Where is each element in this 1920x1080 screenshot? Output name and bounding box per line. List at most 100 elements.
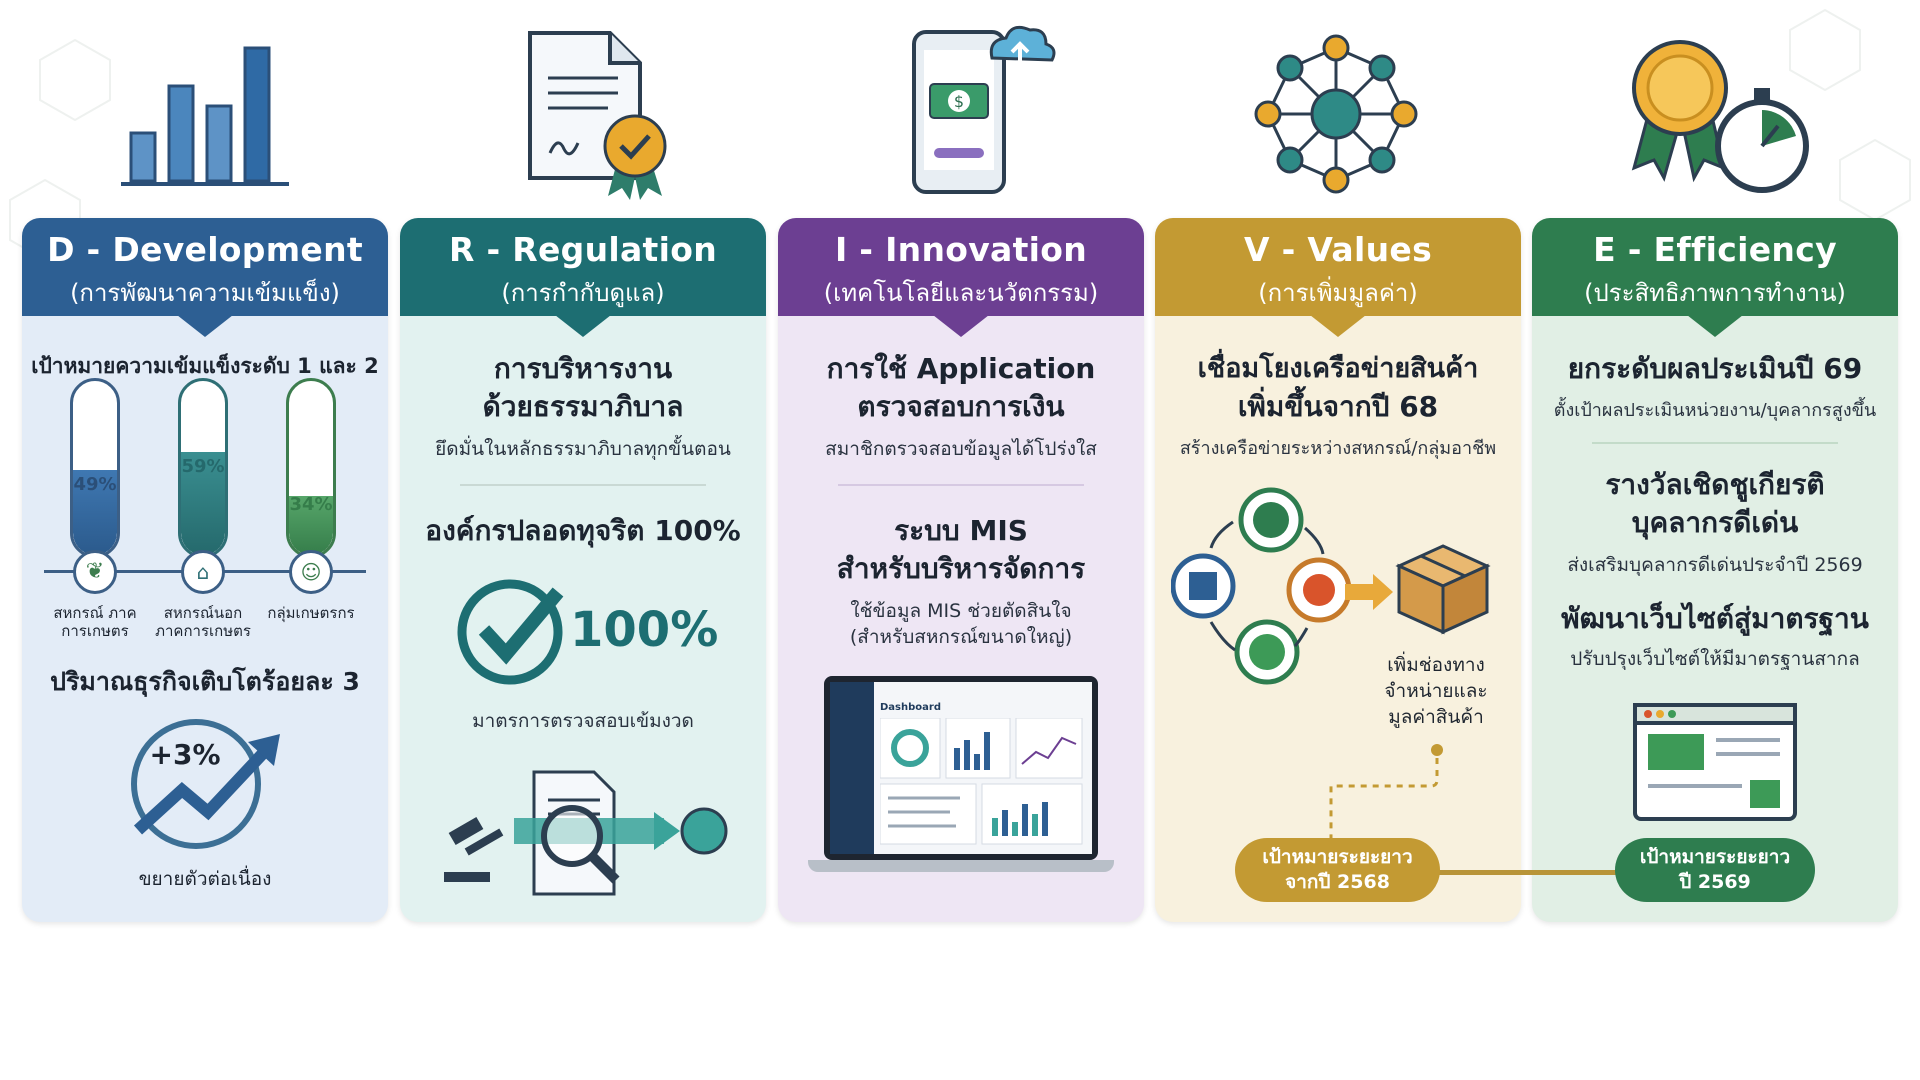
card-innovation-title: I - Innovation (834, 230, 1088, 269)
checkmark-circle-icon (457, 579, 564, 685)
card-innovation-notch (933, 315, 989, 337)
development-group-1-label: สหกรณ์ ภาคการเกษตร (53, 604, 137, 640)
efficiency-divider (1592, 442, 1838, 444)
card-development-notch (177, 315, 233, 337)
innovation-heading-4: สำหรับบริหารจัดการ (836, 552, 1086, 585)
card-development-title: D - Development (47, 230, 363, 269)
card-values-subtitle: (การเพิ่มมูลค่า) (1258, 279, 1418, 307)
efficiency-heading-4: พัฒนาเว็บไซต์สู่มาตรฐาน (1561, 602, 1869, 635)
development-group-2-label: สหกรณ์นอก ภาคการเกษตร (155, 604, 251, 640)
card-values-notch (1310, 315, 1366, 337)
regulation-heading-3: องค์กรปลอดทุจริต 100% (425, 514, 741, 547)
efficiency-heading-1: ยกระดับผลประเมินปี 69 (1567, 352, 1863, 385)
website-icon (1633, 703, 1797, 821)
card-values: V - Values (การเพิ่มมูลค่า) เชื่อมโยงเคร… (1155, 218, 1521, 922)
card-values-title: V - Values (1243, 230, 1433, 269)
card-regulation-header: R - Regulation (การกำกับดูแล) (400, 218, 766, 316)
innovation-sub-2: ใช้ข้อมูล MIS ช่วยตัดสินใจ (850, 600, 1072, 622)
efficiency-badge-line-2: ปี 2569 (1679, 871, 1751, 893)
card-development-subtitle: (การพัฒนาความเข้มแข็ง) (70, 279, 340, 307)
values-channel-1: เพิ่มช่องทาง (1387, 654, 1485, 676)
efficiency-sub-2: ส่งเสริมบุคลากรดีเด่นประจำปี 2569 (1567, 554, 1863, 576)
card-regulation-title: R - Regulation (448, 230, 718, 269)
development-growth-caption: ขยายตัวต่อเนื่อง (138, 868, 272, 890)
dotted-connector (1329, 744, 1443, 846)
card-regulation-notch (555, 315, 611, 337)
cooperative-network-cycle (1171, 487, 1351, 685)
card-development: D - Development (การพัฒนาความเข้มแข็ง) เ… (22, 218, 388, 922)
product-box-icon (1395, 544, 1491, 635)
card-efficiency-header: E - Efficiency (ประสิทธิภาพการทำงาน) (1532, 218, 1898, 316)
cooperative-building-icon: ⌂ (181, 550, 225, 594)
card-innovation: I - Innovation (เทคโนโลยีและนวัตกรรม) กา… (778, 218, 1144, 922)
development-goal-text: เป้าหมายความเข้มแข็งระดับ 1 และ 2 (31, 354, 379, 378)
card-innovation-body: การใช้ Application ตรวจสอบการเงิน สมาชิก… (778, 316, 1144, 922)
dashboard-charts (880, 718, 1083, 845)
efficiency-longterm-badge: เป้าหมายระยะยาว ปี 2569 (1615, 838, 1815, 902)
development-bar-1 (70, 378, 120, 558)
values-longterm-badge: เป้าหมายระยะยาว จากปี 2568 (1235, 838, 1440, 902)
card-efficiency-subtitle: (ประสิทธิภาพการทำงาน) (1584, 279, 1846, 307)
development-bar-3-label: 34% (289, 494, 333, 515)
regulation-heading-2: ด้วยธรรมาภิบาล (482, 390, 684, 423)
regulation-divider (460, 484, 706, 486)
innovation-sub-3: (สำหรับสหกรณ์ขนาดใหญ่) (849, 626, 1073, 648)
certified-document-icon (500, 18, 700, 208)
development-bar-3 (286, 378, 336, 558)
regulation-sub-1: ยึดมั่นในหลักธรรมาภิบาลทุกขั้นตอน (435, 438, 731, 460)
development-growth-value: +3% (149, 738, 221, 771)
regulation-big-percent: 100% (570, 602, 719, 658)
innovation-divider (838, 484, 1084, 486)
laptop-base (808, 860, 1114, 872)
development-growth-title: ปริมาณธุรกิจเติบโตร้อยละ 3 (50, 667, 360, 696)
card-innovation-header: I - Innovation (เทคโนโลยีและนวัตกรรม) (778, 218, 1144, 316)
development-bar-2-label: 59% (181, 456, 225, 477)
laptop-dashboard: Dashboard (808, 676, 1114, 882)
efficiency-sub-1: ตั้งเป้าผลประเมินหน่วยงาน/บุคลากรสูงขึ้น (1553, 400, 1877, 421)
development-group-3-label: กลุ่มเกษตรกร (267, 604, 355, 622)
laptop-screen: Dashboard (824, 676, 1098, 860)
values-badge-line-2: จากปี 2568 (1285, 871, 1390, 893)
card-values-header: V - Values (การเพิ่มมูลค่า) (1155, 218, 1521, 316)
audit-inspection-icon (444, 770, 728, 896)
card-innovation-subtitle: (เทคโนโลยีและนวัตกรรม) (823, 279, 1099, 307)
sprout-icon: ❦ (73, 550, 117, 594)
award-stopwatch-icon (1620, 18, 1820, 208)
regulation-heading-1: การบริหารงาน (493, 352, 673, 385)
card-efficiency-notch (1687, 315, 1743, 337)
svg-text:$: $ (954, 92, 964, 111)
card-regulation-subtitle: (การกำกับดูแล) (501, 279, 665, 307)
innovation-heading-3: ระบบ MIS (894, 514, 1028, 547)
farmers-group-icon: ☺ (289, 550, 333, 594)
network-icon (1238, 18, 1438, 208)
efficiency-heading-3: บุคลากรดีเด่น (1631, 506, 1799, 539)
icon-row: $ (0, 0, 1920, 215)
card-development-body: เป้าหมายความเข้มแข็งระดับ 1 และ 2 49% 59… (22, 316, 388, 922)
efficiency-heading-2: รางวัลเชิดชูเกียรติ (1605, 468, 1825, 501)
values-badge-line-1: เป้าหมายระยะยาว (1262, 846, 1413, 868)
goal-connector-line (1430, 870, 1630, 875)
bar-chart-icon (105, 18, 305, 208)
arrow-right-icon (1345, 574, 1393, 610)
card-efficiency-body: ยกระดับผลประเมินปี 69 ตั้งเป้าผลประเมินห… (1532, 316, 1898, 922)
innovation-heading-2: ตรวจสอบการเงิน (857, 390, 1065, 423)
innovation-heading-1: การใช้ Application (826, 352, 1096, 385)
development-bar-1-label: 49% (73, 474, 117, 495)
card-regulation: R - Regulation (การกำกับดูแล) การบริหารง… (400, 218, 766, 922)
card-regulation-body: การบริหารงาน ด้วยธรรมาภิบาล ยึดมั่นในหลั… (400, 316, 766, 922)
values-channel-2: จำหน่ายและ (1384, 680, 1488, 702)
mobile-payment-icon: $ (880, 18, 1080, 208)
values-heading-1: เชื่อมโยงเครือข่ายสินค้า (1197, 353, 1479, 384)
card-development-header: D - Development (การพัฒนาความเข้มแข็ง) (22, 218, 388, 316)
card-efficiency-title: E - Efficiency (1593, 230, 1837, 269)
dashboard-title: Dashboard (880, 702, 941, 713)
card-efficiency: E - Efficiency (ประสิทธิภาพการทำงาน) ยกร… (1532, 218, 1898, 922)
card-values-body: เชื่อมโยงเครือข่ายสินค้า เพิ่มขึ้นจากปี … (1155, 316, 1521, 922)
innovation-sub-1: สมาชิกตรวจสอบข้อมูลได้โปร่งใส (825, 438, 1097, 460)
values-sub-1: สร้างเครือข่ายระหว่างสหกรณ์/กลุ่มอาชีพ (1179, 438, 1497, 459)
values-heading-2: เพิ่มขึ้นจากปี 68 (1237, 390, 1439, 423)
values-channel-3: มูลค่าสินค้า (1388, 706, 1484, 728)
growth-arrow-icon (131, 719, 280, 849)
regulation-caption: มาตรการตรวจสอบเข้มงวด (472, 710, 694, 732)
efficiency-sub-3: ปรับปรุงเว็บไซต์ให้มีมาตรฐานสากล (1570, 648, 1860, 670)
